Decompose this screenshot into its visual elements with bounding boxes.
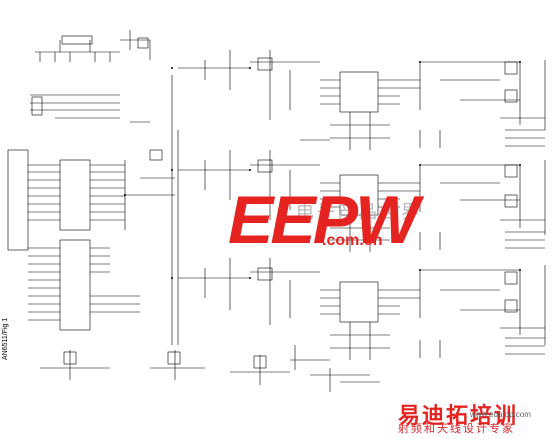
watermark-url: www.edatop.com: [470, 410, 531, 419]
ic-u2-right-pins: [90, 247, 140, 313]
top-mosfet: [137, 37, 149, 49]
watermark-eepw-logo: EEPW: [228, 182, 419, 258]
ic-u2: [59, 239, 91, 331]
regulator-out-wires: [120, 30, 151, 60]
left-connector: [31, 96, 43, 116]
connector-wires: [30, 94, 150, 123]
watermark-chinese-faint: 电子产品世界: [296, 202, 422, 223]
channel-3: [178, 258, 546, 360]
regulator-wires: [35, 40, 120, 62]
left-bus: [7, 149, 29, 251]
regulator-ic: [61, 35, 93, 45]
channel-2: [178, 150, 546, 252]
bottom-reference-wires: [310, 368, 380, 392]
bus-vertical: [124, 160, 175, 230]
temp-sensor-wires: [290, 345, 330, 370]
mosfet-mid: [149, 149, 163, 161]
ic-u2-left-pins: [28, 247, 60, 321]
watermark-bottom-subtitle: 射频和天线设计专家: [398, 422, 515, 435]
ic-u1-left-pins: [28, 164, 60, 221]
watermark-site-suffix: .com.cn: [322, 232, 383, 249]
bottom-transistor-wires: [40, 350, 290, 385]
ic-u1-right-pins: [90, 164, 125, 221]
power-rails: [171, 75, 179, 345]
bottom-mosfet-3: [253, 355, 267, 369]
junction-dots: [124, 61, 521, 279]
bottom-mosfet-2: [167, 351, 181, 365]
figure-side-label: AN6511/Fig 1: [2, 317, 9, 360]
bottom-mosfet-1: [63, 351, 77, 365]
channel-1: [178, 50, 546, 150]
watermark-bottom-brand: 易迪拓培训: [398, 404, 519, 429]
ic-u1: [59, 159, 91, 231]
